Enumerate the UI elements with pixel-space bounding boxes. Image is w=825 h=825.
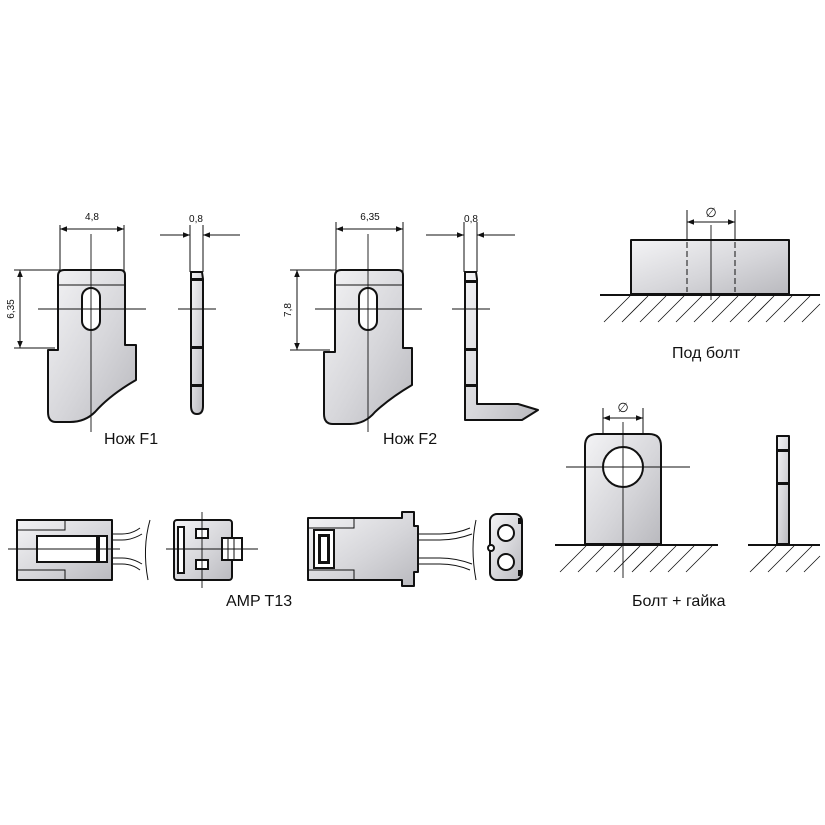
- bolt-nut-diameter-symbol: ∅: [617, 401, 628, 416]
- f1-width-dimension: 4,8: [85, 212, 99, 223]
- pod-bolt-diameter-symbol: ∅: [705, 206, 716, 221]
- amp-connector-1-front: [166, 512, 258, 588]
- bolt-nut-side-view: [748, 435, 821, 573]
- amp-connector-1-side: [8, 519, 151, 581]
- knife-f1-label: Нож F1: [104, 431, 158, 448]
- knife-f1-blade: [47, 269, 137, 423]
- bolt-nut-ground-hatch: [559, 545, 713, 573]
- f1-height-dimension: 6,35: [6, 299, 17, 319]
- f1-thickness-dimension: 0,8: [189, 214, 203, 225]
- amp-connector-2-front: [487, 513, 523, 581]
- amp-t13-group: AMP T13: [8, 511, 523, 610]
- knife-f1-group: 4,8 6,35 Нож F1: [6, 212, 158, 448]
- bolt-nut-label: Болт + гайка: [632, 593, 726, 610]
- knife-f1-side-view: 0,8: [160, 214, 240, 415]
- knife-f2-label: Нож F2: [383, 431, 437, 448]
- bolt-nut-group: ∅ Болт + гайка: [555, 401, 726, 610]
- amp-connector-2-side: [307, 511, 477, 587]
- knife-f2-group: 6,35 7,8 Нож F2: [283, 212, 437, 448]
- pod-bolt-group: ∅ Под болт: [600, 206, 821, 362]
- f2-thickness-dimension: 0,8: [464, 214, 478, 225]
- f2-height-dimension: 7,8: [283, 303, 294, 317]
- pod-bolt-label: Под болт: [672, 345, 741, 362]
- f2-width-dimension: 6,35: [360, 212, 380, 223]
- pod-bolt-block: [630, 239, 790, 295]
- pod-bolt-ground-hatch: [603, 295, 821, 323]
- amp-t13-label: AMP T13: [226, 593, 292, 610]
- knife-f2-side-view: 0,8: [426, 214, 539, 421]
